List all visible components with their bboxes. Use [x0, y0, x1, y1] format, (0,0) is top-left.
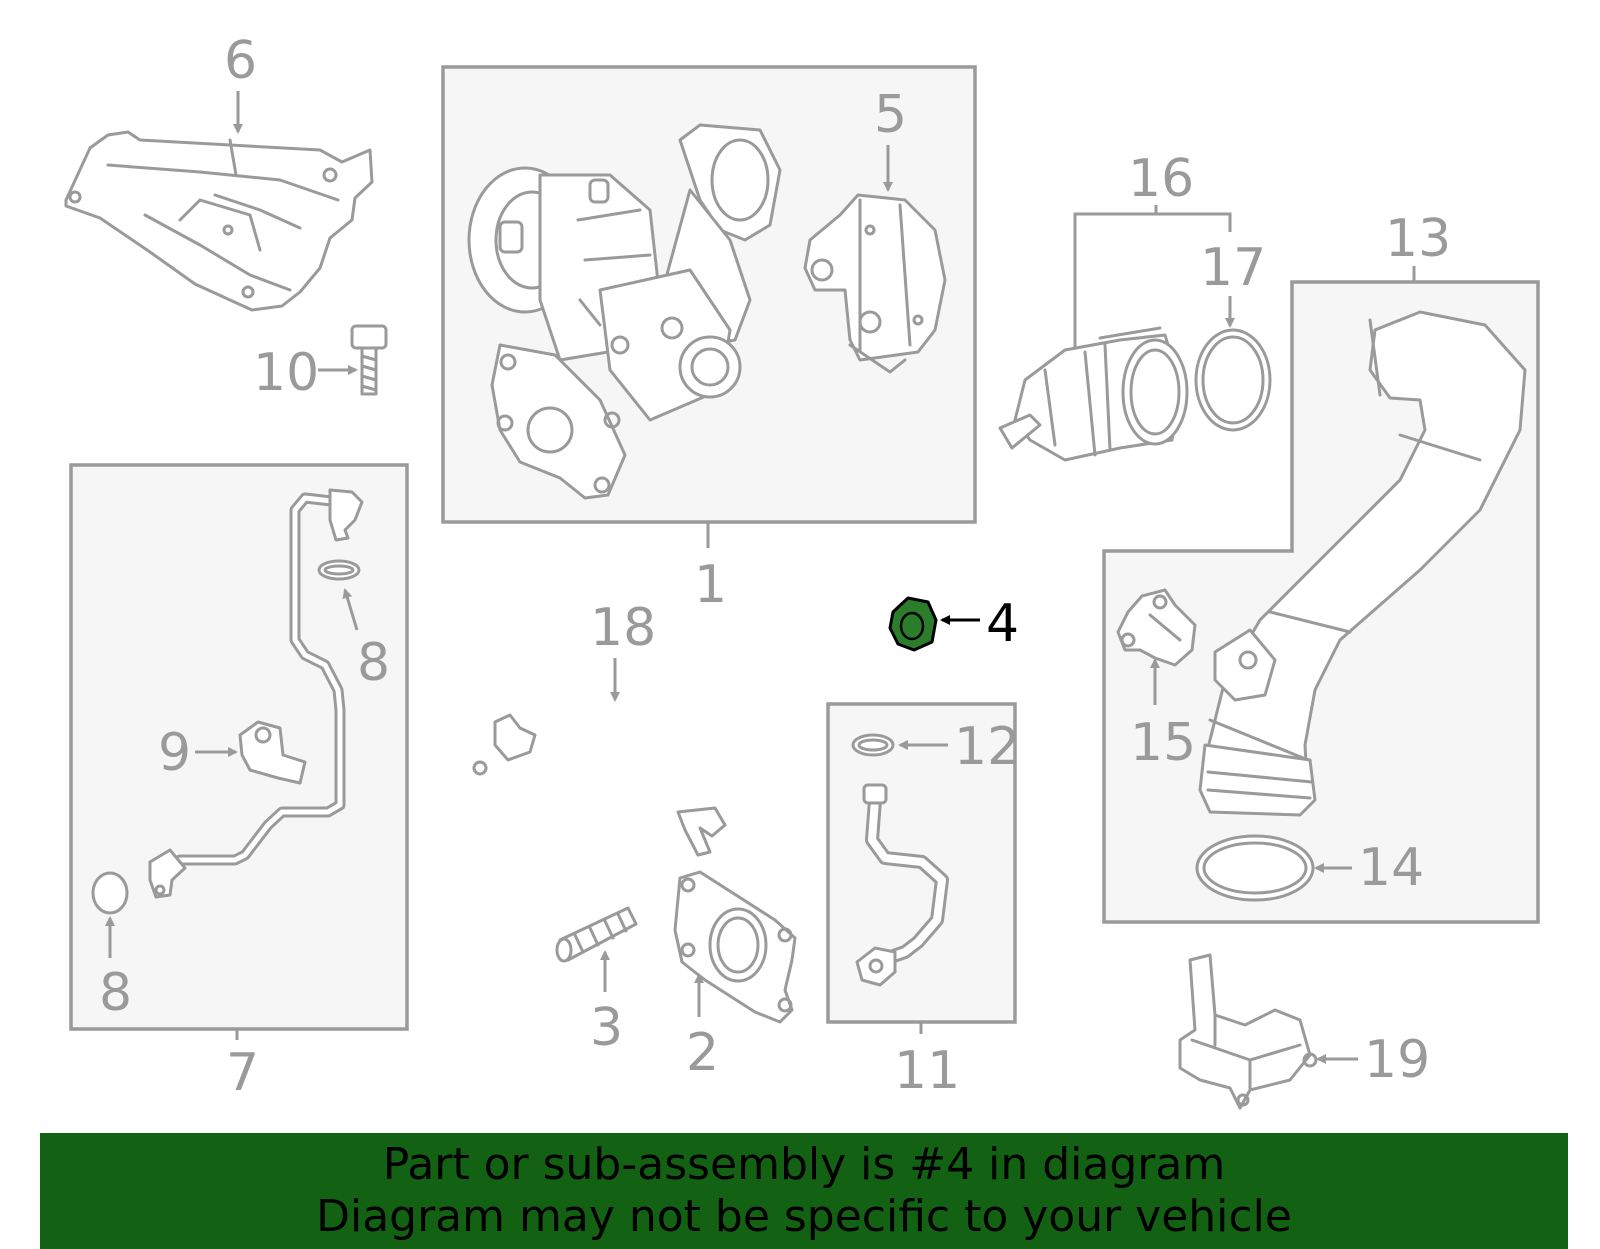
oil-feed-line-kit-box [69, 463, 409, 1031]
bracket-part[interactable] [1178, 953, 1318, 1110]
callout-9: 9 [158, 723, 191, 783]
turbo-pipe-part[interactable] [472, 702, 727, 857]
heat-shield-part[interactable] [64, 130, 374, 312]
callout-18: 18 [590, 598, 656, 658]
intercooler-hose-part[interactable] [1198, 310, 1527, 817]
callout-1: 1 [694, 555, 727, 615]
callout-13: 13 [1385, 209, 1451, 269]
actuator-part[interactable] [803, 193, 947, 374]
callout-7: 7 [226, 1043, 259, 1103]
banner-background [40, 1133, 1568, 1249]
oil-return-seal-part[interactable] [851, 733, 895, 757]
nut-part-highlighted[interactable] [888, 596, 938, 652]
feed-line-seal-upper-part[interactable] [317, 559, 361, 581]
leader-16 [1073, 212, 1232, 354]
gasket-part[interactable] [673, 870, 797, 1024]
leader-8a [342, 588, 359, 631]
oil-return-line-part[interactable] [855, 783, 949, 987]
callout-16: 16 [1128, 149, 1194, 209]
callout-5: 5 [874, 85, 907, 145]
callout-11: 11 [894, 1041, 960, 1101]
feed-line-seal-lower-part[interactable] [91, 871, 129, 915]
callout-12: 12 [954, 717, 1020, 777]
banner-line-disclaimer: Diagram may not be specific to your vehi… [316, 1191, 1292, 1242]
stud-part[interactable] [555, 906, 638, 963]
callout-19: 19 [1364, 1030, 1430, 1090]
callout-8-lower: 8 [99, 963, 132, 1023]
seal-ring-part[interactable] [1194, 328, 1272, 432]
bolt-part[interactable] [350, 324, 388, 396]
oil-feed-line-part[interactable] [148, 488, 364, 899]
callout-3: 3 [590, 998, 623, 1058]
info-banner: Part or sub-assembly is #4 in diagram Di… [40, 1133, 1568, 1249]
pressure-sensor-part[interactable] [1116, 588, 1197, 667]
callout-14: 14 [1358, 838, 1424, 898]
callout-2: 2 [686, 1023, 719, 1083]
turbocharger-part[interactable] [467, 123, 782, 500]
callout-10: 10 [253, 343, 319, 403]
callout-6: 6 [224, 31, 257, 91]
callout-17: 17 [1200, 238, 1266, 298]
callout-15: 15 [1130, 713, 1196, 773]
feed-line-bracket-part[interactable] [238, 720, 307, 785]
callout-8-upper: 8 [357, 633, 390, 693]
callout-4: 4 [986, 594, 1019, 654]
o-ring-part[interactable] [1195, 834, 1315, 902]
intake-connector-part[interactable] [998, 326, 1189, 462]
banner-line-part-number: Part or sub-assembly is #4 in diagram [382, 1139, 1226, 1190]
